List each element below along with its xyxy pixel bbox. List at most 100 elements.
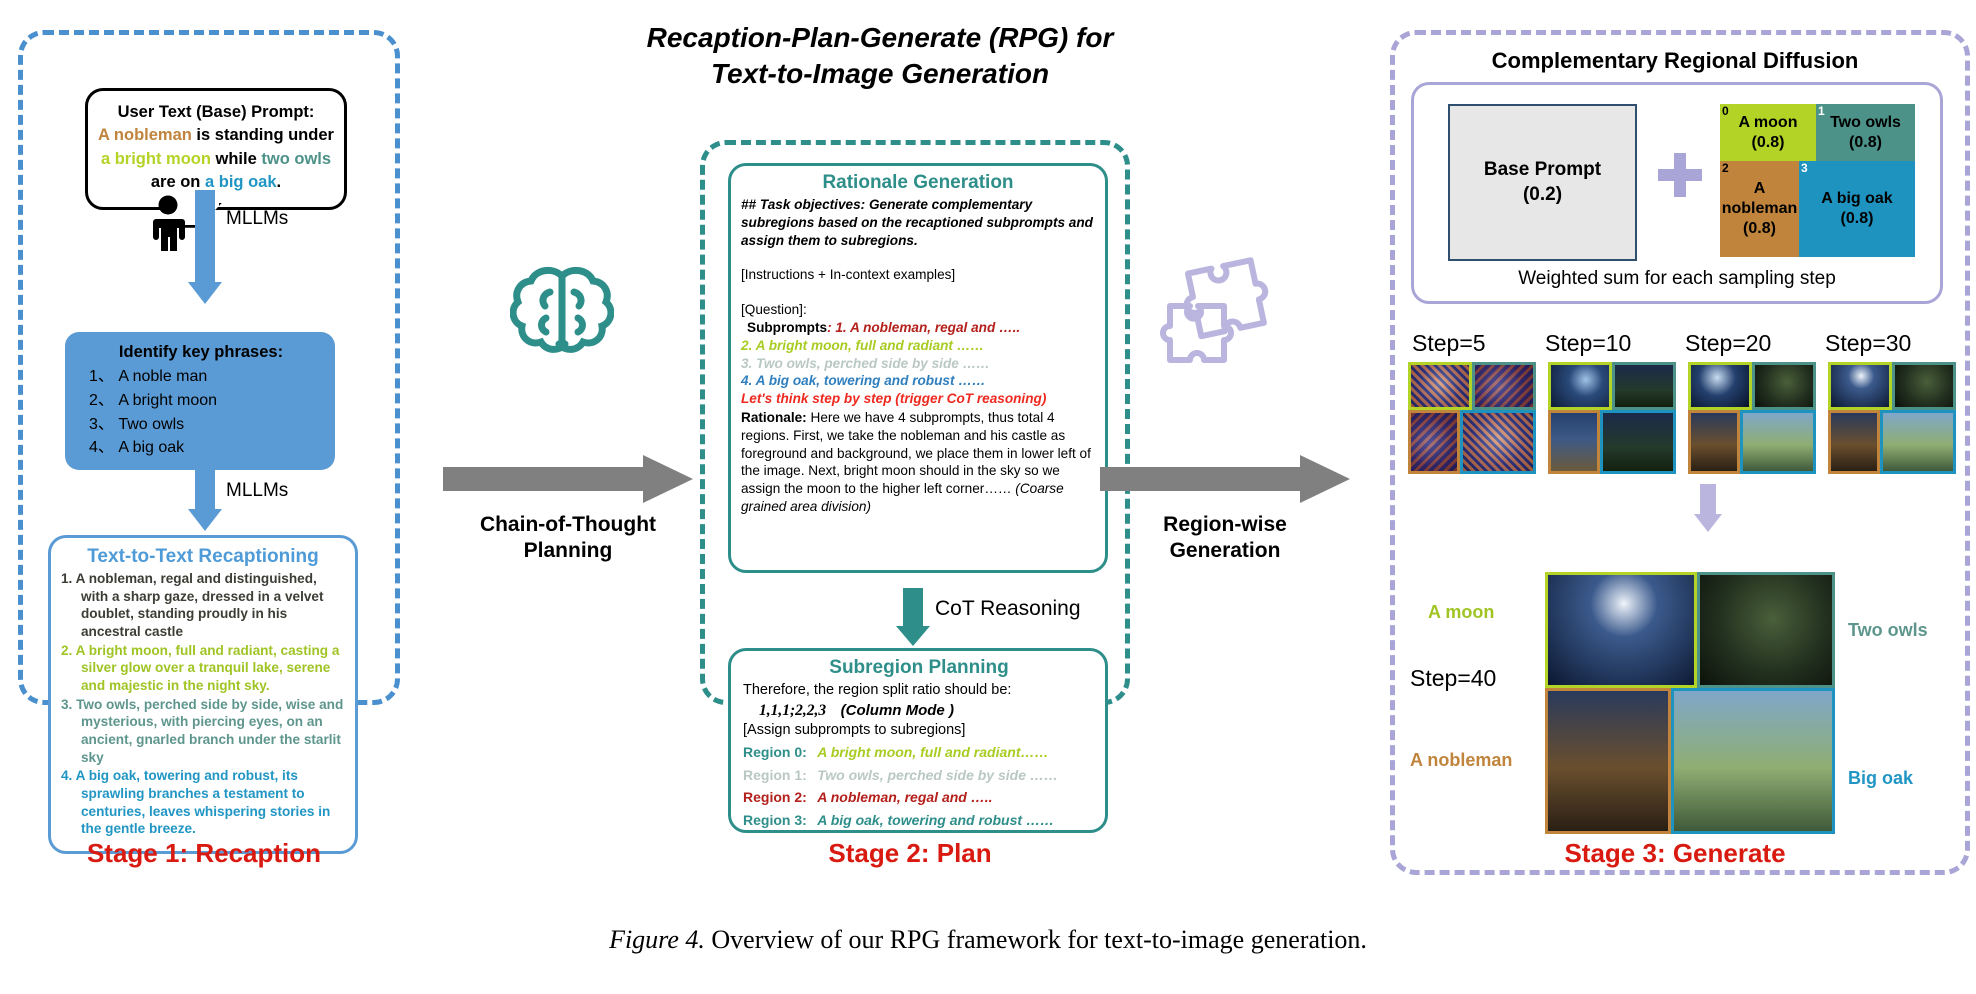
region-cell-0-index: 0: [1722, 104, 1729, 118]
tile-owls: [1472, 362, 1536, 410]
subregion-mode: (Column Mode ): [840, 701, 954, 719]
final-step-arrow-head: [1694, 514, 1722, 532]
rationale-task-objectives: ## Task objectives: Generate complementa…: [741, 197, 1093, 248]
final-caption-moon: A moon: [1428, 602, 1495, 622]
rationale-body: Here we have 4 subprompts, thus total 4 …: [741, 409, 1091, 497]
list-item: 1、 A noble man: [89, 368, 208, 386]
region-cell-0-name: A moon: [1738, 113, 1798, 131]
region-cell-3-name: A big oak: [1821, 190, 1893, 207]
rationale-subprompts-row: Subprompts: 1. A nobleman, regal and …..: [747, 319, 1021, 335]
final-tile-moon: [1545, 572, 1697, 688]
region-3-label: Region 3:: [743, 812, 807, 829]
puzzle-icon: [1150, 250, 1270, 375]
prompt-seg-nobleman: A nobleman: [98, 126, 192, 145]
subprompt-1: 1. A nobleman, regal and …..: [835, 319, 1021, 335]
cot-label-line2: Planning: [523, 539, 613, 563]
step-preview-30: [1828, 362, 1956, 474]
step-preview-5: [1408, 362, 1536, 474]
tile-moon: [1408, 362, 1472, 410]
rwg-label-line1: Region-wise: [1163, 513, 1287, 536]
arrow-mllms-1-label: MLLMs: [226, 208, 289, 229]
region-cell-1-name: Two owls: [1830, 113, 1901, 131]
key-phrases-title: Identify key phrases:: [118, 343, 284, 361]
region-0-text: A bright moon, full and radiant……: [817, 743, 1049, 760]
subprompts-label: Subprompts: [747, 319, 828, 335]
final-caption-nobleman: A nobleman: [1410, 750, 1513, 770]
final-tile-nobleman: [1545, 688, 1671, 834]
rationale-label: Rationale:: [741, 409, 807, 425]
region-cell-2-index: 2: [1722, 161, 1729, 175]
list-item: 4、 A big oak: [89, 439, 185, 457]
prompt-seg-end: .: [276, 173, 282, 192]
plus-icon: [1656, 145, 1704, 209]
arrow-mllms-1: [195, 190, 215, 282]
final-tile-oak: [1671, 688, 1835, 834]
tile-nobleman: [1408, 410, 1460, 474]
rationale-body-row: Rationale: Here we have 4 subprompts, th…: [741, 409, 1095, 516]
tile-owls: [1612, 362, 1676, 410]
recaption-item-2: 2. A bright moon, full and radiant, cast…: [61, 642, 340, 694]
region-row-3: Region 3: A big oak, towering and robust…: [743, 810, 1095, 833]
prompt-seg-oak: a big oak: [204, 173, 277, 192]
region-cell-2-name: A nobleman: [1721, 180, 1798, 217]
rationale-instructions: [Instructions + In-context examples]: [741, 267, 956, 283]
subregion-ratio: 1,1,1;2,2,3: [759, 701, 827, 719]
region-2-label: Region 2:: [743, 789, 807, 806]
rwg-label-line2: Generation: [1169, 539, 1281, 563]
subregion-assign-header: [Assign subprompts to subregions]: [743, 721, 966, 738]
cot-reasoning-arrow: [903, 588, 923, 626]
list-item: 2、 A bright moon: [89, 392, 218, 410]
list-item: 3、 Two owls: [89, 415, 185, 433]
weighted-sum-label: Weighted sum for each sampling step: [1518, 268, 1836, 289]
subprompt-4: 4. A big oak, towering and robust ……: [741, 373, 986, 389]
region-cell-0: A moon(0.8): [1720, 104, 1816, 161]
tile-nobleman: [1688, 410, 1740, 474]
region-wise-generation-label: Region-wise Generation: [1095, 512, 1355, 565]
rationale-title: Rationale Generation: [822, 172, 1014, 193]
figure-caption-prefix: Figure 4.: [609, 925, 705, 954]
region-wise-generation-arrow: [1100, 455, 1350, 503]
tile-oak: [1460, 410, 1536, 474]
region-cell-2-weight: (0.8): [1743, 220, 1776, 237]
prompt-seg-mid2: while: [210, 149, 262, 168]
arrow-mllms-2-label: MLLMs: [226, 480, 289, 501]
prompt-seg-mid1: is standing under: [191, 126, 334, 145]
step-preview-20: [1688, 362, 1816, 474]
region-row-1: Region 1: Two owls, perched side by side…: [743, 765, 1095, 788]
tile-nobleman: [1548, 410, 1600, 474]
figure-main-title: Recaption-Plan-Generate (RPG) for Text-t…: [600, 20, 1160, 93]
prompt-seg-mid3: are on: [150, 173, 205, 192]
identify-key-phrases-box: Identify key phrases: 1、 A noble man 2、 …: [65, 332, 335, 471]
tile-owls: [1752, 362, 1816, 410]
final-step-arrow: [1700, 484, 1716, 514]
region-0-label: Region 0:: [743, 743, 807, 760]
subregion-planning-box: Subregion Planning Therefore, the region…: [728, 648, 1108, 833]
stage3-label: Stage 3: Generate: [1564, 838, 1786, 868]
prompt-seg-owls: two owls: [261, 149, 332, 168]
tile-nobleman: [1828, 410, 1880, 474]
stage1-label: Stage 1: Recaption: [86, 838, 322, 868]
region-cell-3: A big oak(0.8): [1799, 161, 1915, 257]
final-tile-owls: [1697, 572, 1835, 688]
region-2-text: A nobleman, regal and …..: [817, 789, 993, 806]
user-prompt-bubble: User Text (Base) Prompt: A nobleman is s…: [85, 88, 347, 228]
rationale-generation-box: Rationale Generation ## Task objectives:…: [728, 163, 1108, 573]
subregion-therefore: Therefore, the region split ratio should…: [743, 682, 1012, 698]
step-label-5: Step=5: [1412, 330, 1486, 356]
figure-caption-text: Overview of our RPG framework for text-t…: [711, 925, 1367, 954]
base-prompt-weight: (0.2): [1522, 183, 1563, 205]
tile-moon: [1688, 362, 1752, 410]
region-cell-1-index: 1: [1818, 104, 1825, 118]
stage3-frame: [1390, 30, 1970, 875]
person-icon: [146, 195, 190, 258]
bubble-title: User Text (Base) Prompt: [117, 103, 309, 121]
region-cell-1: Two owls(0.8): [1816, 104, 1915, 161]
text-to-text-recaptioning-box: Text-to-Text Recaptioning 1. A nobleman,…: [48, 535, 358, 855]
prompt-seg-moon: a bright moon: [100, 149, 211, 168]
step-label-30: Step=30: [1825, 330, 1912, 356]
cot-trigger-text: Let's think step by step (trigger CoT re…: [741, 391, 1047, 407]
tile-oak: [1880, 410, 1956, 474]
rationale-note: (Coarse grained area division): [741, 481, 1064, 514]
final-caption-owls: Two owls: [1848, 620, 1928, 640]
stage2-label: Stage 2: Plan: [828, 838, 992, 868]
